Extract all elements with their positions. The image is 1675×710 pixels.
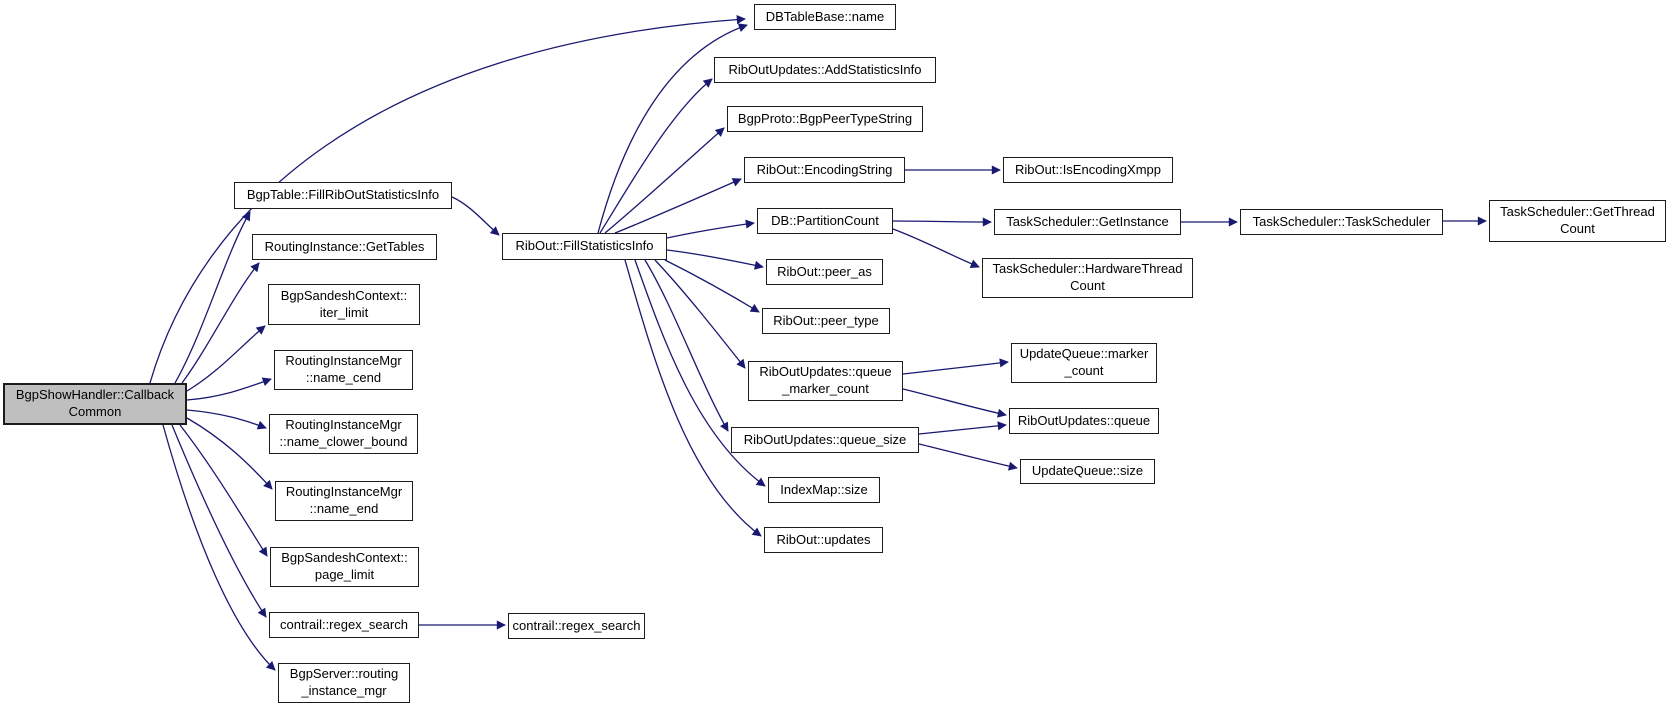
node-updatequeue-marker-count[interactable]: UpdateQueue::marker _count [1011,343,1157,383]
edge-queue-marker-count-marker-count [902,358,1009,375]
node-bgpserver-routing-instance-mgr[interactable]: BgpServer::routing _instance_mgr [278,663,410,703]
edge-fillstatisticsinfo-bgppeertypestring [604,127,725,234]
node-ribout-encodingstring[interactable]: RibOut::EncodingString [744,157,905,183]
edge-partitioncount-getinstance [892,217,992,227]
edge-fillstatisticsinfo-peer-as [666,249,764,270]
edge-callbackcommon-gettables [181,262,260,384]
node-routinginstance-gettables[interactable]: RoutingInstance::GetTables [252,234,437,260]
node-routinginstancemgr-name-cend[interactable]: RoutingInstanceMgr ::name_cend [274,350,413,390]
edge-queue-size-queue [918,421,1007,435]
edge-callbackcommon-page-limit [179,424,268,557]
node-indexmap-size[interactable]: IndexMap::size [768,477,880,503]
edge-callbackcommon-iter-limit [186,325,266,392]
edge-queue-marker-count-queue [902,388,1007,418]
node-riboutupdates-queue-size[interactable]: RibOutUpdates::queue_size [731,427,919,453]
node-updatequeue-size[interactable]: UpdateQueue::size [1020,459,1155,484]
node-routinginstancemgr-name-clower-bound[interactable]: RoutingInstanceMgr ::name_clower_bound [269,414,418,454]
node-riboutupdates-addstatisticsinfo[interactable]: RibOutUpdates::AddStatisticsInfo [714,57,936,83]
node-ribout-peer-as[interactable]: RibOut::peer_as [766,259,883,285]
edge-callbackcommon-name-end [186,417,273,490]
node-ribout-isencodingxmpp[interactable]: RibOut::IsEncodingXmpp [1003,157,1173,183]
node-bgpsandeshcontext-page-limit[interactable]: BgpSandeshContext:: page_limit [270,547,419,587]
edge-fillstatisticsinfo-encodingstring [614,178,742,234]
edge-callbackcommon-name-cend [186,377,272,401]
node-taskscheduler-taskscheduler[interactable]: TaskScheduler::TaskScheduler [1240,209,1443,235]
edge-queue-size-updatequeue-size [918,443,1018,471]
node-ribout-fillstatisticsinfo[interactable]: RibOut::FillStatisticsInfo [502,233,667,260]
node-ribout-updates[interactable]: RibOut::updates [764,527,883,553]
edge-fillstatisticsinfo-dbtablebase-name [597,23,748,234]
node-ribout-peer-type[interactable]: RibOut::peer_type [762,308,890,334]
edge-callbackcommon-fillriboutstatisticsinfo [174,211,251,384]
node-bgpproto-bgppeertypestring[interactable]: BgpProto::BgpPeerTypeString [727,106,923,132]
edge-callbackcommon-name-clower-bound [186,409,267,430]
edge-callbackcommon-routing-instance-mgr [162,424,276,671]
node-taskscheduler-getthreadcount[interactable]: TaskScheduler::GetThread Count [1489,200,1666,242]
edge-partitioncount-hardwarethreadcount [892,228,980,269]
edge-callbackcommon-regex-search [171,424,267,618]
node-taskscheduler-getinstance[interactable]: TaskScheduler::GetInstance [994,209,1181,235]
edge-fillstatisticsinfo-peer-type [664,259,760,313]
node-db-partitioncount[interactable]: DB::PartitionCount [757,208,893,234]
node-bgptable-fillriboutstatisticsinfo[interactable]: BgpTable::FillRibOutStatisticsInfo [234,182,452,209]
edge-fillstatisticsinfo-partitioncount [666,219,755,239]
node-dbtablebase-name[interactable]: DBTableBase::name [754,4,896,30]
node-contrail-regex-search-2[interactable]: contrail::regex_search [508,613,645,639]
node-bgpshowhandler-callbackcommon: BgpShowHandler::Callback Common [3,383,187,425]
node-contrail-regex-search-1[interactable]: contrail::regex_search [269,612,419,638]
edge-fillstatisticsinfo-queue-size [644,259,729,432]
edge-fillstatisticsinfo-addstatisticsinfo [599,78,713,234]
node-riboutupdates-queue[interactable]: RibOutUpdates::queue [1009,408,1159,434]
edge-fillstatisticsinfo-updates [624,259,762,537]
node-routinginstancemgr-name-end[interactable]: RoutingInstanceMgr ::name_end [275,481,413,521]
edge-fillstatisticsinfo-queue-marker-count [654,259,746,369]
node-riboutupdates-queue-marker-count[interactable]: RibOutUpdates::queue _marker_count [748,361,903,401]
edge-fillstatisticsinfo-indexmap-size [634,259,766,487]
node-bgpsandeshcontext-iter-limit[interactable]: BgpSandeshContext:: iter_limit [268,284,420,325]
node-taskscheduler-hardwarethreadcount[interactable]: TaskScheduler::HardwareThread Count [982,258,1193,298]
edge-callbackcommon-dbtablebase-name [149,15,746,384]
edge-fillriboutstatisticsinfo-fillstatisticsinfo [451,196,500,236]
